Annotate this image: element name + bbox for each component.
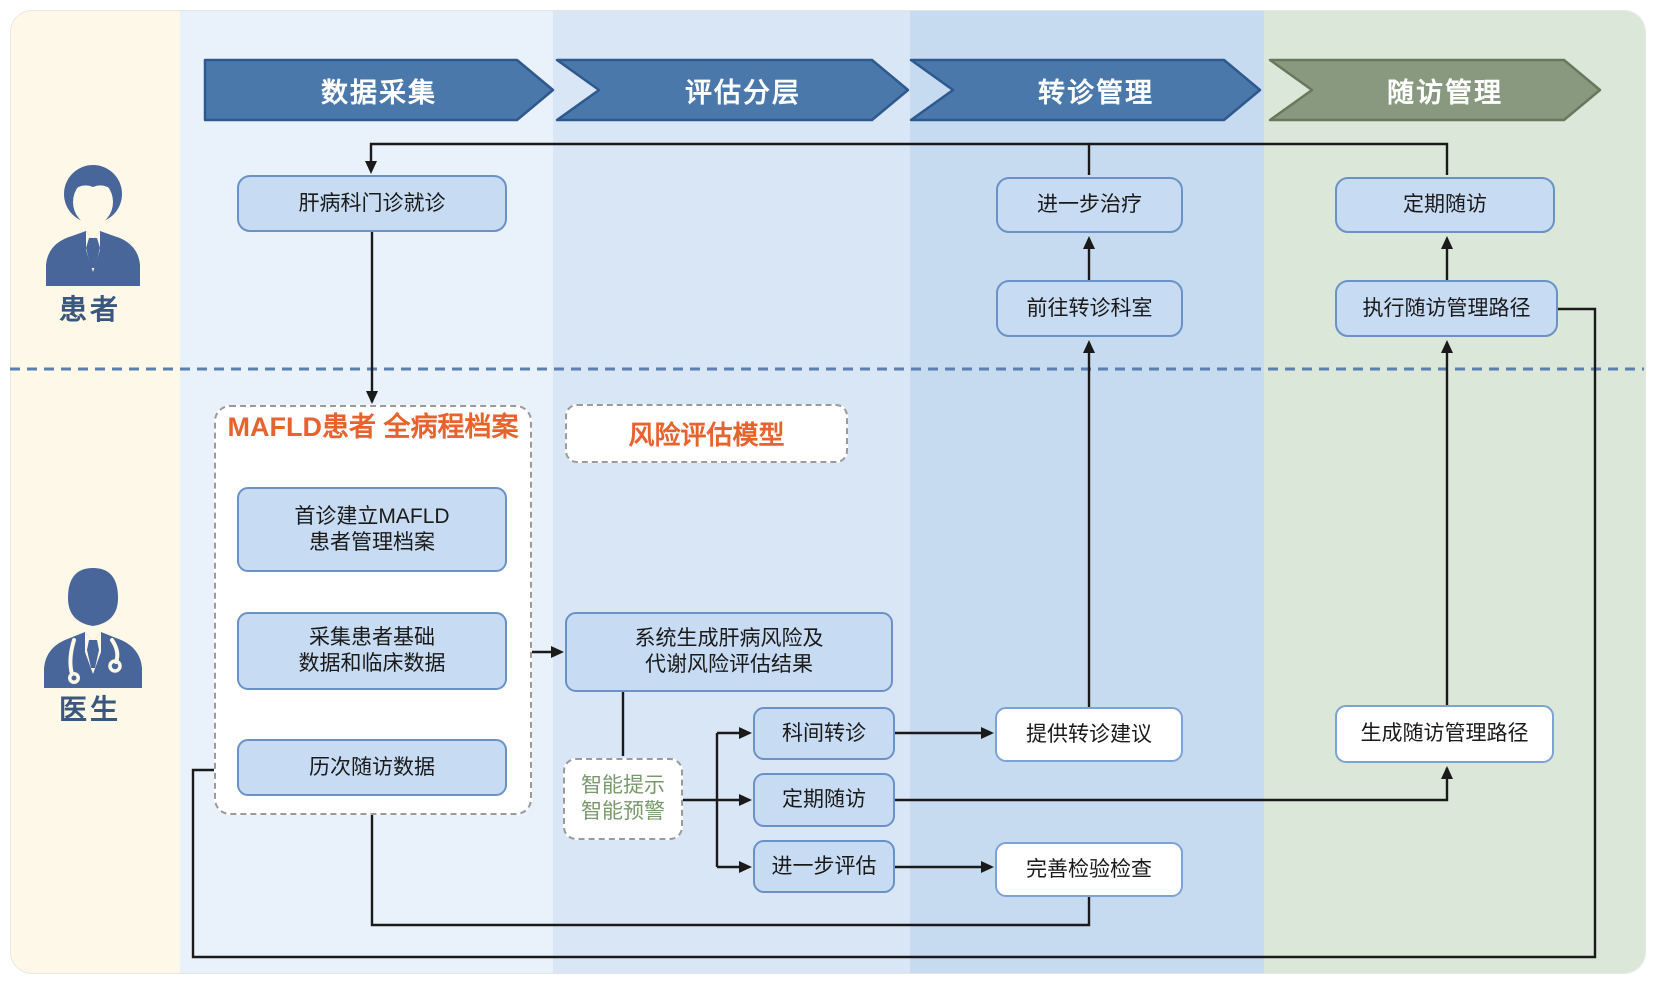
node-branch-assess: 进一步评估: [753, 840, 895, 893]
node-complete-tests-label: 完善检验检查: [1026, 857, 1152, 881]
stage-banner-assessment: [555, 58, 910, 122]
smart-alert-line1: 智能提示: [581, 774, 665, 798]
stage-banner-data-collection: [203, 58, 555, 122]
doctor-icon: [44, 568, 142, 688]
stage-label-followup: 随访管理: [1387, 77, 1503, 108]
archive-title: MAFLD患者 全病程档案: [214, 412, 532, 443]
node-collect-data: 采集患者基础 数据和临床数据: [237, 612, 507, 690]
stage-banner-shapes: [203, 58, 1602, 122]
archive-title-line1: MAFLD患者: [227, 412, 376, 442]
node-execute-followup-path: 执行随访管理路径: [1335, 280, 1558, 337]
smart-alert-box: 智能提示 智能预警: [563, 758, 683, 840]
stage-label-data-collection: 数据采集: [321, 77, 437, 108]
lane-label-patient: 患者: [58, 294, 121, 325]
node-first-visit-line2: 患者管理档案: [309, 530, 435, 554]
node-followup-data-label: 历次随访数据: [309, 755, 435, 779]
node-branch-followup: 定期随访: [753, 773, 895, 827]
node-further-treatment-label: 进一步治疗: [1037, 193, 1142, 217]
stage-band-followup: [1264, 11, 1645, 973]
node-branch-assess-label: 进一步评估: [771, 854, 877, 878]
node-generate-followup-path-label: 生成随访管理路径: [1360, 722, 1529, 746]
node-further-treatment: 进一步治疗: [996, 177, 1183, 233]
risk-model-label: 风险评估模型: [628, 420, 785, 450]
node-first-visit-line1: 首诊建立MAFLD: [294, 504, 450, 528]
node-system-result-line2: 代谢风险评估结果: [645, 653, 813, 676]
node-system-result: 系统生成肝病风险及 代谢风险评估结果: [565, 612, 893, 692]
node-execute-followup-path-label: 执行随访管理路径: [1362, 296, 1531, 320]
lane-label-doctor: 医生: [58, 694, 121, 725]
stage-banner-followup: [1268, 58, 1602, 122]
node-branch-referral-label: 科间转诊: [782, 721, 866, 745]
stage-label-assessment: 评估分层: [685, 77, 801, 108]
node-system-result-line1: 系统生成肝病风险及: [634, 627, 824, 651]
node-clinic-visit: 肝病科门诊就诊: [237, 175, 507, 232]
stage-label-referral: 转诊管理: [1038, 77, 1154, 108]
node-goto-referral-dept-label: 前往转诊科室: [1026, 296, 1153, 320]
node-advise-referral: 提供转诊建议: [995, 707, 1183, 762]
patient-icon: [46, 165, 140, 286]
node-periodic-followup-patient-label: 定期随访: [1403, 193, 1487, 217]
node-branch-referral: 科间转诊: [753, 707, 895, 760]
node-branch-followup-label: 定期随访: [782, 788, 866, 812]
node-complete-tests: 完善检验检查: [995, 842, 1183, 897]
archive-title-line2: 全病程档案: [383, 412, 519, 442]
stage-banner-referral: [909, 58, 1262, 122]
stage-band-referral: [910, 11, 1264, 973]
smart-alert-line2: 智能预警: [581, 800, 665, 823]
node-generate-followup-path: 生成随访管理路径: [1335, 705, 1554, 763]
risk-model-box: 风险评估模型: [565, 404, 848, 463]
node-collect-data-line2: 数据和临床数据: [298, 652, 446, 675]
node-first-visit-archive: 首诊建立MAFLD 患者管理档案: [237, 487, 507, 572]
node-periodic-followup-patient: 定期随访: [1335, 177, 1555, 233]
node-collect-data-line1: 采集患者基础: [309, 626, 435, 650]
node-goto-referral-dept: 前往转诊科室: [996, 280, 1183, 337]
node-clinic-visit-label: 肝病科门诊就诊: [298, 191, 446, 215]
node-followup-data: 历次随访数据: [237, 739, 507, 796]
node-advise-referral-label: 提供转诊建议: [1026, 722, 1152, 746]
